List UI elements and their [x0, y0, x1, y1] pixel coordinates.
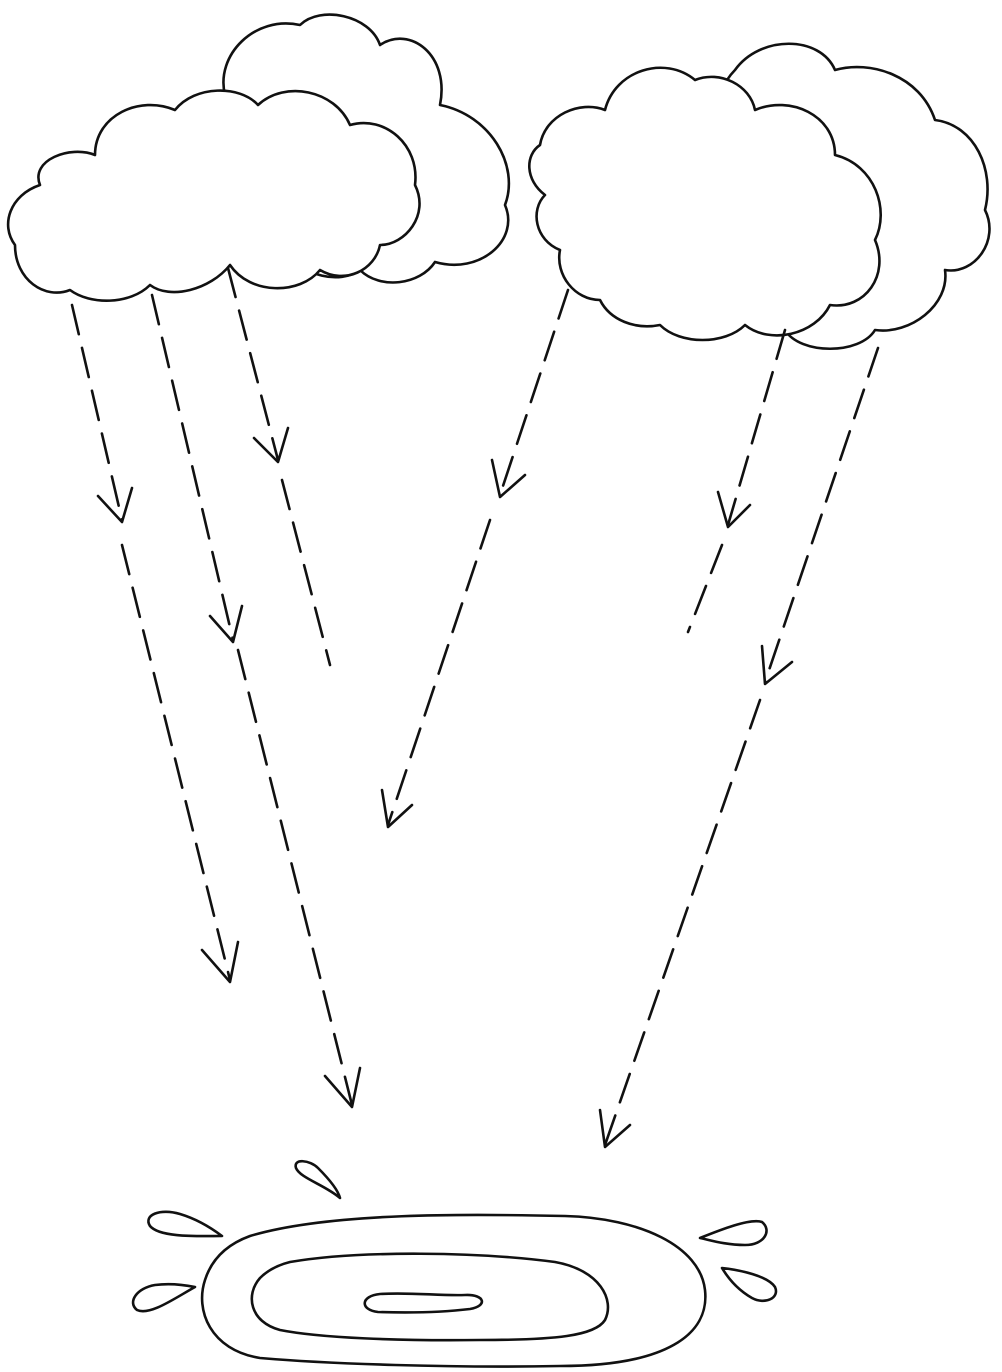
arrow-1	[72, 305, 132, 522]
arrow-7	[492, 290, 568, 497]
splash-droplet	[722, 1268, 776, 1301]
puddle-middle-ring	[252, 1254, 608, 1340]
dashed-line	[388, 520, 490, 825]
arrowhead-icon	[254, 428, 288, 462]
puddle-inner-ring	[365, 1293, 482, 1312]
puddle-outer-ring	[202, 1215, 705, 1367]
left-cloud-group	[8, 15, 509, 301]
splash-droplet	[148, 1212, 222, 1236]
splash-droplet	[296, 1161, 340, 1198]
arrow-5	[122, 545, 238, 982]
arrowhead-icon	[718, 492, 750, 527]
arrow-8	[382, 520, 490, 827]
puddle	[202, 1215, 705, 1367]
arrow-3	[228, 268, 288, 462]
dashed-line	[228, 268, 278, 460]
tracing-arrows	[72, 268, 878, 1147]
dashed-line	[72, 305, 122, 520]
arrow-9	[718, 330, 785, 527]
dashed-line	[728, 330, 785, 525]
dashed-line	[122, 545, 230, 980]
arrow-2	[152, 295, 242, 642]
arrow-6	[238, 650, 360, 1107]
right-cloud-group	[529, 44, 989, 349]
arrowhead-icon	[325, 1068, 360, 1107]
dashed-line	[688, 545, 722, 632]
dashed-line	[500, 290, 568, 495]
splash-droplet	[700, 1221, 767, 1245]
dashed-line	[282, 480, 330, 665]
splash-droplets	[133, 1161, 776, 1311]
arrowhead-icon	[202, 942, 238, 982]
dashed-line	[152, 295, 233, 640]
arrow-11	[762, 348, 878, 684]
dashed-line	[238, 650, 352, 1105]
dashed-line	[765, 348, 878, 682]
splash-droplet	[133, 1284, 195, 1311]
dashed-line	[605, 700, 760, 1145]
arrowhead-icon	[762, 646, 792, 684]
arrow-10-unfinished	[688, 545, 722, 632]
arrow-12	[600, 700, 760, 1147]
arrow-4-unfinished	[282, 480, 330, 665]
